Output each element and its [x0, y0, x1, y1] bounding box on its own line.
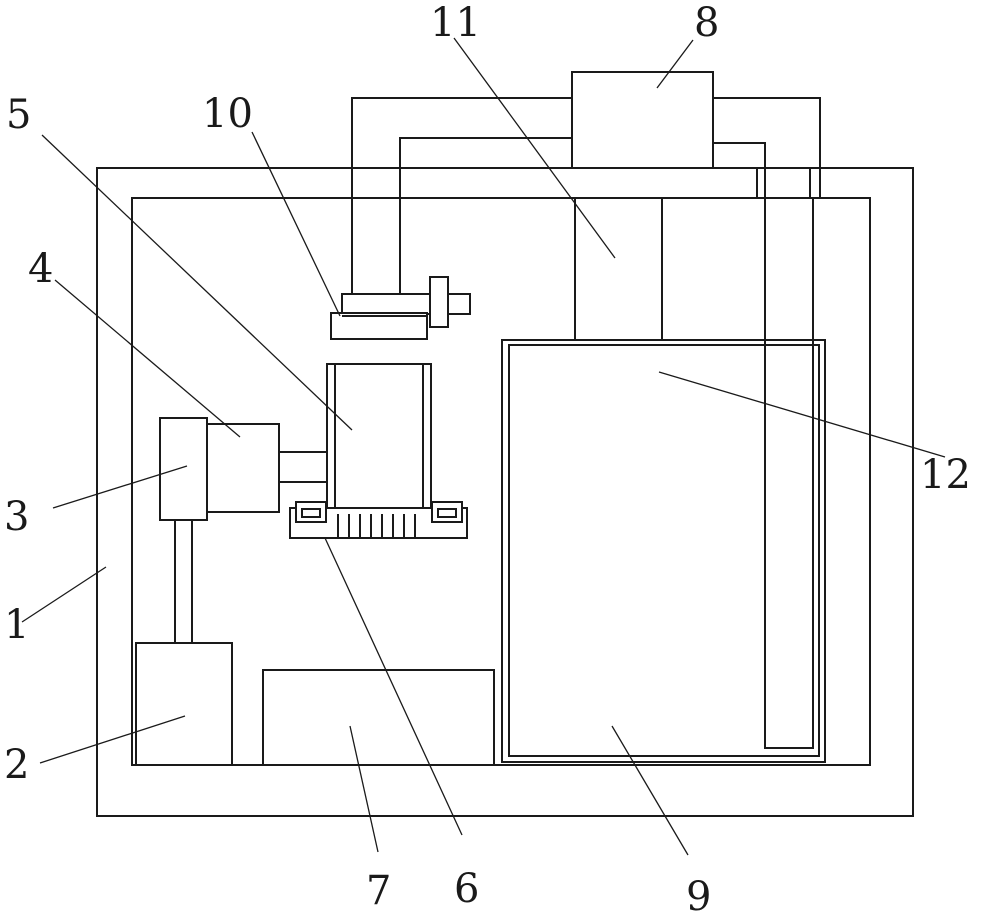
base-unit — [135, 642, 233, 766]
label-10: 10 — [202, 91, 253, 137]
reference-numerals: 1 2 3 4 5 6 7 8 9 10 11 12 — [4, 0, 971, 920]
leader-lines — [21, 37, 946, 856]
label-4: 4 — [28, 246, 53, 292]
tray — [289, 501, 468, 539]
column-block — [159, 417, 208, 644]
container — [326, 363, 432, 515]
label-2: 2 — [4, 742, 29, 788]
label-11: 11 — [430, 0, 481, 46]
label-3: 3 — [4, 494, 29, 540]
bottom-box — [262, 669, 495, 766]
label-6: 6 — [454, 866, 479, 912]
label-9: 9 — [686, 874, 711, 920]
label-5: 5 — [6, 92, 31, 138]
clamp — [330, 276, 471, 340]
tank — [501, 339, 826, 763]
label-1: 1 — [4, 602, 29, 648]
label-7: 7 — [366, 868, 391, 914]
label-12: 12 — [920, 452, 971, 498]
label-8: 8 — [694, 0, 719, 46]
top-box — [571, 71, 714, 169]
